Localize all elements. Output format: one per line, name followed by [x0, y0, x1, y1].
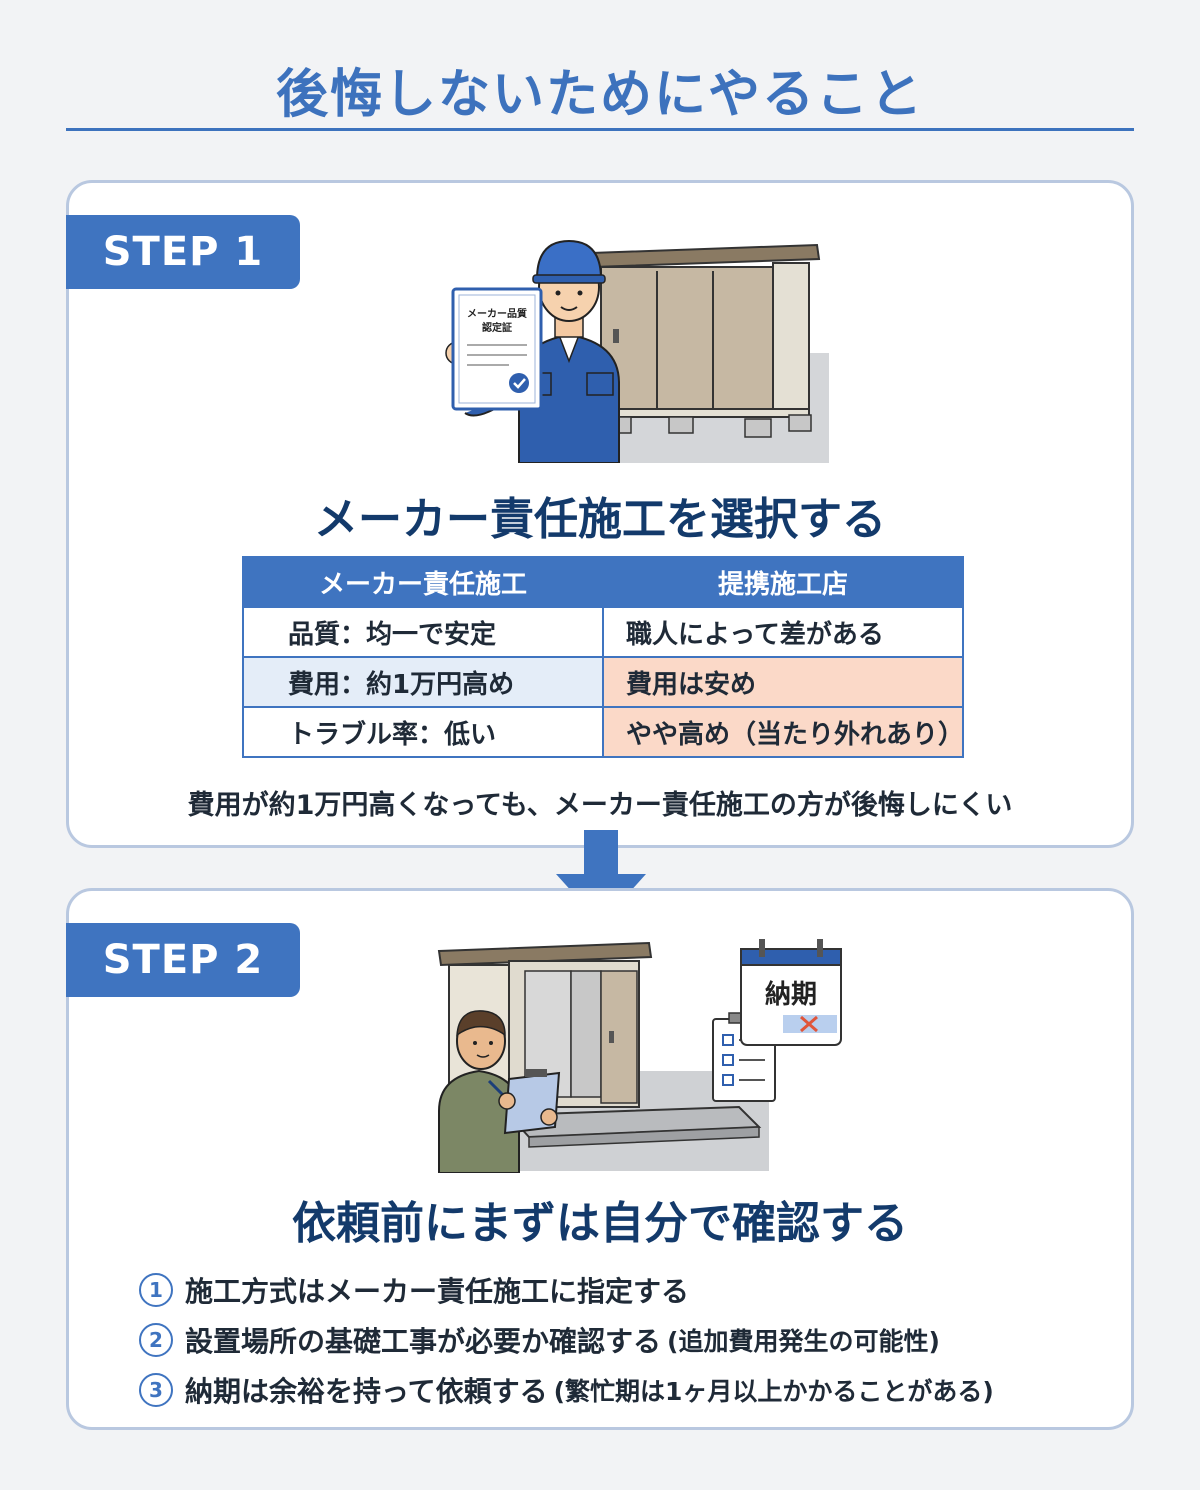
calendar-icon: 納期	[740, 939, 842, 1046]
person-checking-site-illustration: 納期	[437, 939, 842, 1173]
table-cell: 品質：均一で安定	[242, 606, 604, 658]
number-circle-icon: 3	[139, 1373, 173, 1407]
comparison-table: メーカー責任施工 提携施工店 品質：均一で安定 職人によって差がある 費用：約1…	[242, 556, 964, 758]
list-item: 2 設置場所の基礎工事が必要か確認する (追加費用発生の可能性)	[139, 1315, 994, 1365]
list-item-text: 施工方式はメーカー責任施工に指定する	[185, 1275, 690, 1308]
table-row: 費用：約1万円高め 費用は安め	[242, 656, 964, 708]
table-header: 提携施工店	[602, 556, 964, 608]
page-title: 後悔しないためにやること	[275, 65, 924, 125]
table-row: 品質：均一で安定 職人によって差がある	[242, 606, 964, 658]
list-item: 1 施工方式はメーカー責任施工に指定する	[139, 1265, 994, 1315]
step2-heading: 依頼前にまずは自分で確認する	[292, 1198, 908, 1249]
svg-text:認定証: 認定証	[482, 321, 512, 334]
table-cell: 職人によって差がある	[602, 606, 964, 658]
table-cell: 費用は安め	[602, 656, 964, 708]
person-with-clipboard-icon	[438, 1010, 561, 1173]
list-item-note: (追加費用発生の可能性)	[667, 1327, 940, 1356]
list-item-note: (繁忙期は1ヶ月以上かかることがある)	[553, 1377, 994, 1406]
step1-summary: 費用が約1万円高くなっても、メーカー責任施工の方が後悔しにくい	[187, 790, 1013, 821]
quality-certificate-icon: メーカー品質 認定証	[451, 287, 543, 411]
step2-card: STEP 2	[66, 888, 1134, 1430]
svg-text:納期: 納期	[765, 979, 817, 1010]
storage-shed-icon	[589, 243, 821, 438]
number-circle-icon: 2	[139, 1323, 173, 1357]
step1-card: STEP 1	[66, 180, 1134, 848]
svg-text:メーカー品質: メーカー品質	[467, 307, 527, 320]
table-cell: やや高め（当たり外れあり）	[602, 706, 964, 758]
list-item-text: 設置場所の基礎工事が必要か確認する	[185, 1325, 662, 1358]
worker-with-certificate-and-shed-illustration: メーカー品質 認定証	[445, 239, 829, 463]
step1-badge: STEP 1	[66, 215, 300, 289]
step1-heading: メーカー責任施工を選択する	[314, 494, 886, 545]
table-cell: 費用：約1万円高め	[242, 656, 604, 708]
table-header: メーカー責任施工	[242, 556, 604, 608]
step2-badge: STEP 2	[66, 923, 300, 997]
table-cell: トラブル率：低い	[242, 706, 604, 758]
checklist: 1 施工方式はメーカー責任施工に指定する 2 設置場所の基礎工事が必要か確認する…	[139, 1265, 994, 1415]
list-item: 3 納期は余裕を持って依頼する (繁忙期は1ヶ月以上かかることがある)	[139, 1365, 994, 1415]
title-divider	[66, 128, 1134, 131]
number-circle-icon: 1	[139, 1273, 173, 1307]
list-item-text: 納期は余裕を持って依頼する	[185, 1375, 548, 1408]
table-row: トラブル率：低い やや高め（当たり外れあり）	[242, 706, 964, 758]
